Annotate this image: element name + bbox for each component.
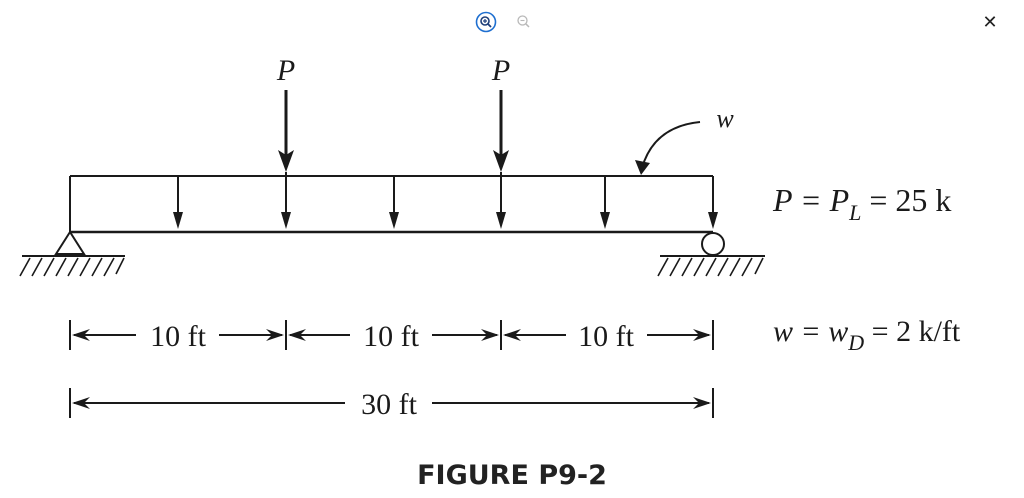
zoom-out-icon: [517, 15, 530, 28]
equation-point-load: P = PL = 25 k: [772, 182, 951, 225]
figure-caption: FIGURE P9-2: [417, 460, 607, 491]
beam-diagram: P P w: [19, 54, 961, 421]
distributed-load-pointer-head: [635, 160, 650, 175]
zoom-in-button[interactable]: [474, 10, 498, 34]
total-dimension-arrowheads: [72, 397, 711, 409]
point-load-label-2: P: [491, 54, 510, 87]
zoom-in-icon: [475, 11, 497, 33]
image-toolbar: [474, 10, 536, 34]
point-load-arrowhead-1: [278, 150, 294, 172]
segment-dimensions: [69, 320, 714, 350]
distributed-load-arrows: [173, 172, 718, 229]
roller-support: [657, 232, 765, 277]
point-load-arrowhead-2: [493, 150, 509, 172]
dimension-label-total: 30 ft: [361, 388, 417, 421]
close-button[interactable]: ✕: [978, 10, 1002, 34]
segment-dimension-arrowheads: [72, 329, 711, 341]
dimension-label-2: 10 ft: [363, 320, 419, 353]
point-load-label-1: P: [276, 54, 295, 87]
distributed-load-pointer: [641, 121, 701, 169]
close-icon: ✕: [982, 11, 998, 33]
dimension-label-3: 10 ft: [578, 320, 634, 353]
pin-support: [19, 230, 125, 277]
dimension-label-1: 10 ft: [150, 320, 206, 353]
equation-distributed-load: w = wD = 2 k/ft: [773, 315, 961, 355]
distributed-load-label: w: [716, 104, 734, 133]
zoom-out-button[interactable]: [512, 10, 536, 34]
total-dimension: [69, 388, 714, 418]
